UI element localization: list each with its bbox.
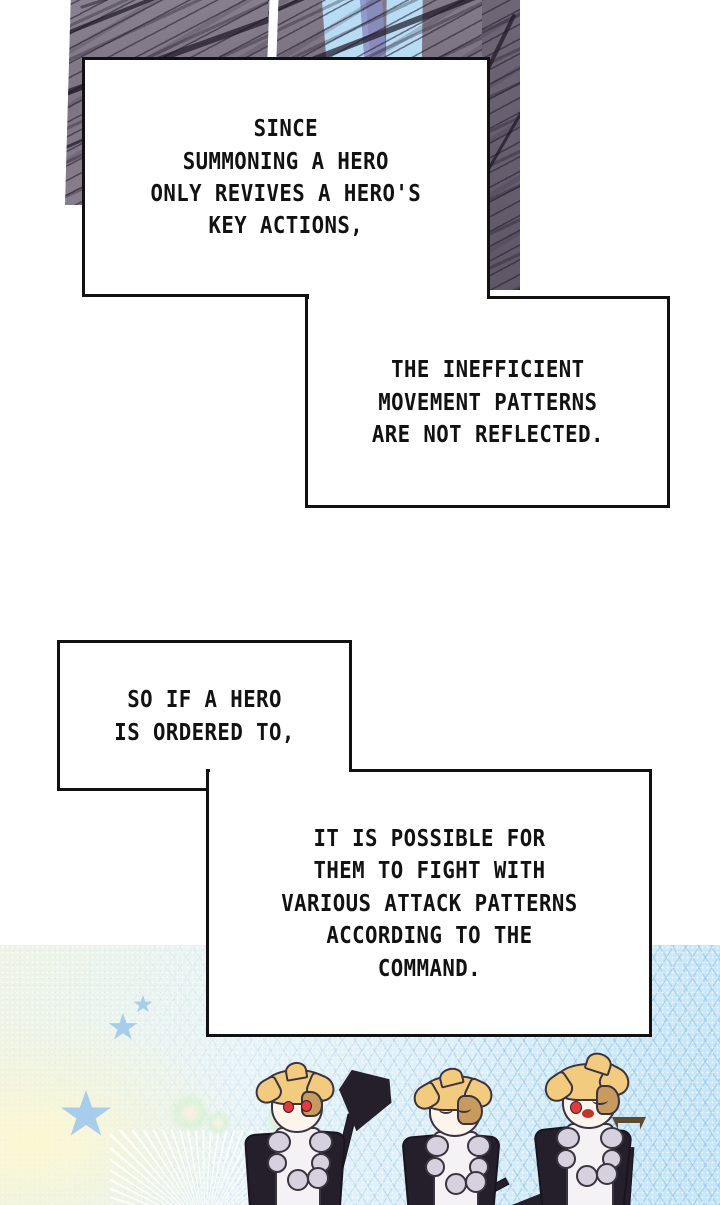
speech-bubble-2[interactable]: THE INEFFICIENT MOVEMENT PATTERNS ARE NO… bbox=[305, 296, 670, 508]
speech-bubble-2-text: THE INEFFICIENT MOVEMENT PATTERNS ARE NO… bbox=[371, 355, 604, 449]
eye-right-closed bbox=[457, 1104, 471, 1113]
lens-flare-dot bbox=[205, 1110, 231, 1136]
shoulder-plate-right bbox=[600, 1127, 624, 1149]
scratch-stroke bbox=[80, 0, 278, 9]
arm-plate-left bbox=[556, 1149, 576, 1169]
knight-right bbox=[533, 1049, 690, 1205]
lens-flare-dot bbox=[170, 1093, 210, 1133]
speech-bubble-1[interactable]: SINCE SUMMONING A HERO ONLY REVIVES A HE… bbox=[82, 57, 490, 297]
eye-left bbox=[283, 1101, 294, 1113]
speech-bubble-3[interactable]: SO IF A HERO IS ORDERED TO, bbox=[57, 640, 352, 791]
shoulder-plate-right bbox=[467, 1135, 491, 1157]
eye-left-closed bbox=[439, 1105, 453, 1114]
speech-bubble-1-text: SINCE SUMMONING A HERO ONLY REVIVES A HE… bbox=[150, 114, 422, 240]
gauntlet-left bbox=[576, 1165, 598, 1187]
bubble-seam-mask-1-2 bbox=[309, 293, 487, 301]
shoulder-plate-left bbox=[425, 1135, 449, 1157]
speech-bubble-4-text: IT IS POSSIBLE FOR THEM TO FIGHT WITH VA… bbox=[280, 823, 578, 982]
gauntlet-left bbox=[445, 1173, 467, 1195]
shoulder-plate-left bbox=[267, 1131, 291, 1153]
mouth bbox=[582, 1109, 594, 1118]
shoulder-plate-left bbox=[556, 1127, 580, 1149]
arm-plate-left bbox=[425, 1157, 445, 1177]
shoulder-plate-right bbox=[309, 1131, 333, 1153]
speech-bubble-4[interactable]: IT IS POSSIBLE FOR THEM TO FIGHT WITH VA… bbox=[206, 769, 652, 1037]
eye-right-closed bbox=[592, 1095, 608, 1105]
eye-right bbox=[301, 1100, 312, 1112]
shovel-blade bbox=[330, 1064, 397, 1137]
knight-middle bbox=[401, 1065, 555, 1205]
gauntlet-right bbox=[307, 1167, 329, 1189]
arm-plate-left bbox=[267, 1153, 287, 1173]
knight-left bbox=[243, 1060, 397, 1205]
gauntlet-left bbox=[287, 1169, 309, 1191]
bubble-seam-mask-3-4 bbox=[210, 766, 349, 774]
speech-bubble-3-text: SO IF A HERO IS ORDERED TO, bbox=[114, 685, 295, 746]
scratch-stroke bbox=[64, 0, 278, 42]
gauntlet-right bbox=[596, 1163, 618, 1185]
gauntlet-right bbox=[465, 1171, 487, 1193]
eye-left-red bbox=[570, 1101, 582, 1114]
